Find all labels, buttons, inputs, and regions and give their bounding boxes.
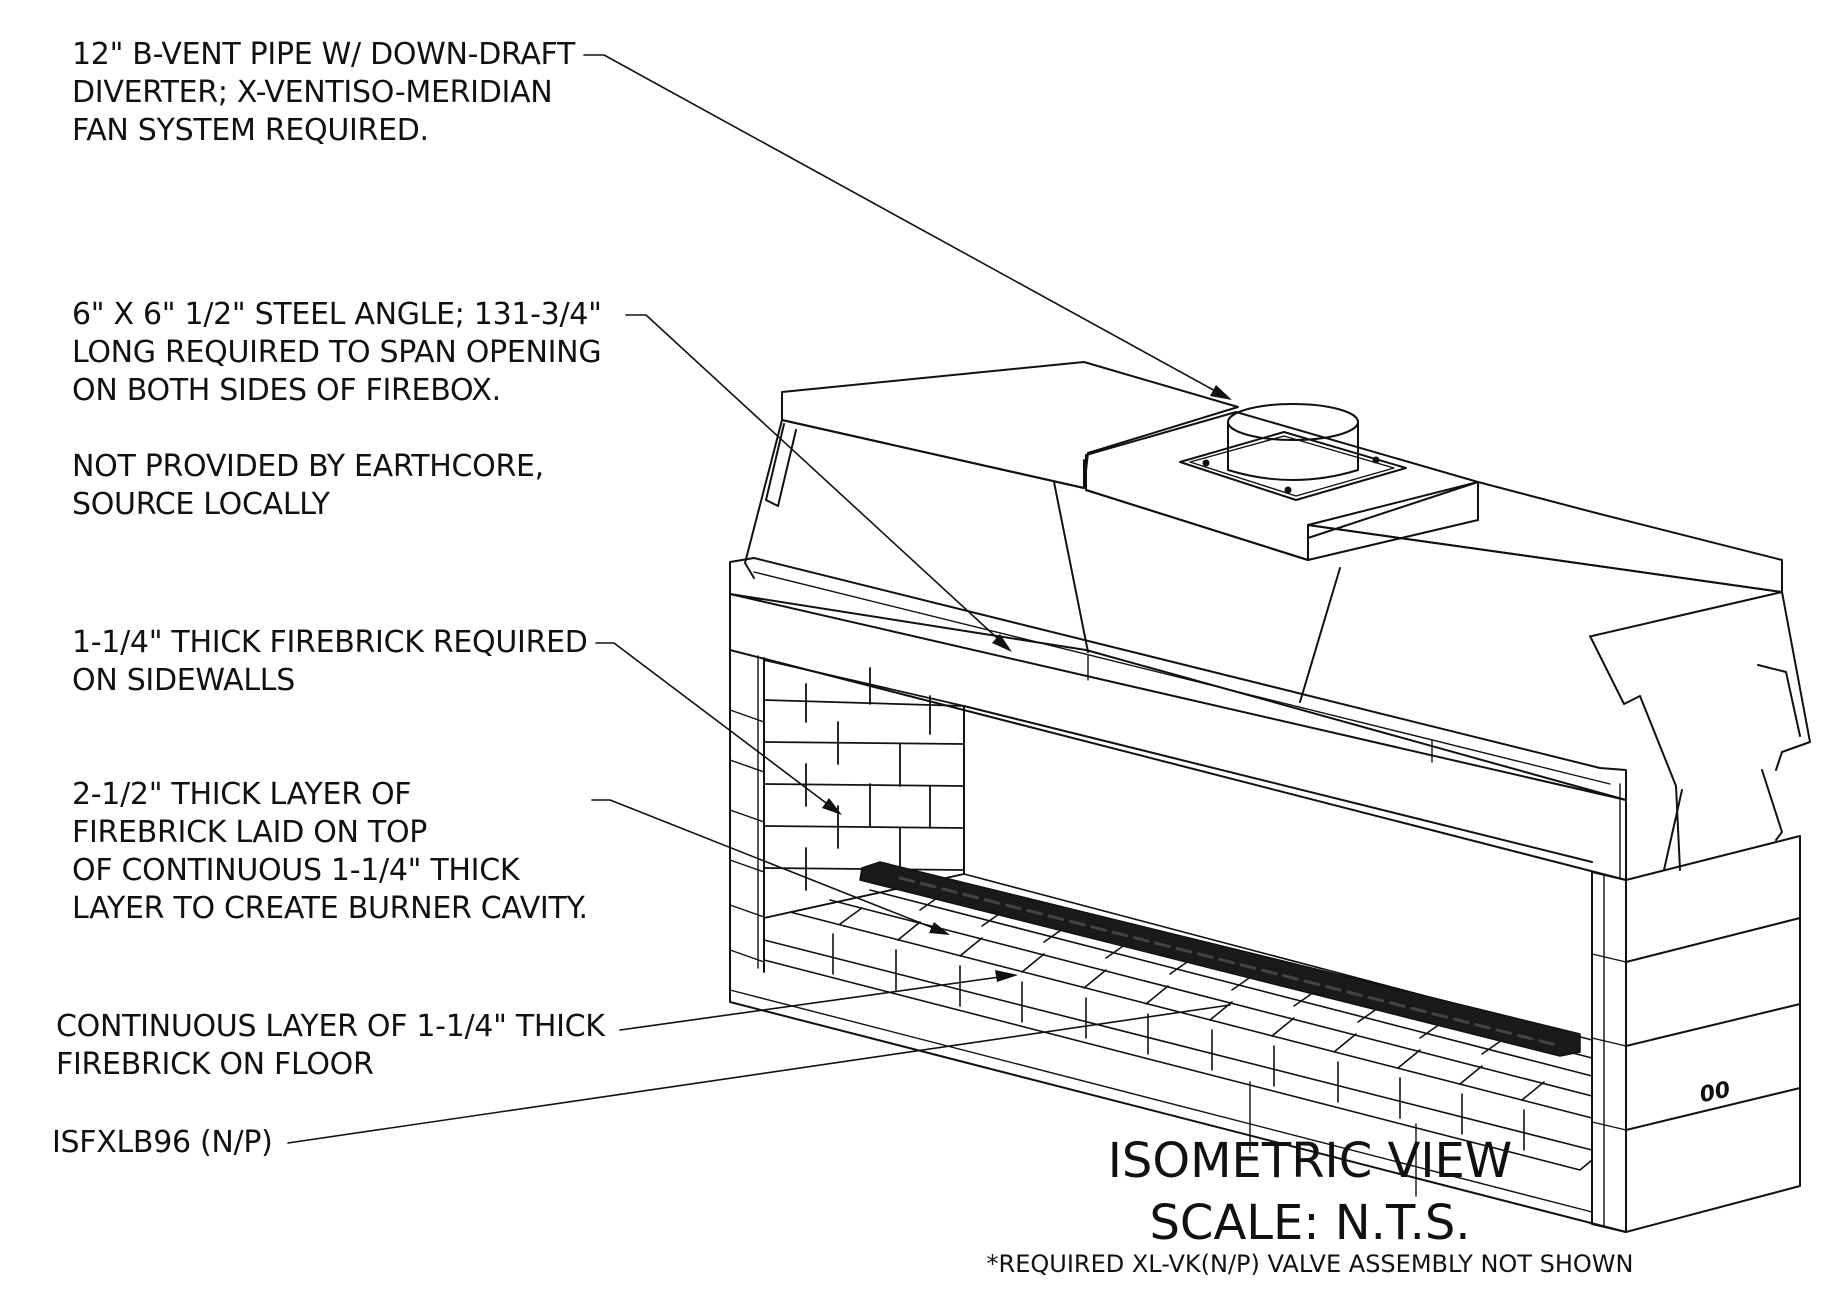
scale-label: SCALE: N.T.S. [1149,1195,1471,1251]
hood-front-right [1299,567,1341,703]
hood-panels [744,419,1811,871]
top-slab-left [781,361,1239,489]
arrowhead-sidewall [822,798,842,815]
leader-lines [287,54,1231,1144]
note-floor-firebrick: CONTINUOUS LAYER OF 1-1/4" THICK FIREBRI… [56,1009,605,1082]
firebox-back [963,705,1593,875]
note-vent-pipe: 12" B-VENT PIPE W/ DOWN-DRAFT DIVERTER; … [72,37,576,148]
leader-arrowheads [822,385,1232,982]
arrowhead-steel-angle [992,634,1012,652]
burner-ports [898,876,1562,1048]
hood-right-front [1589,635,1681,871]
vent-marking: 00 [1698,1077,1733,1108]
note-model: ISFXLB96 (N/P) [52,1125,273,1160]
hood-left-end [744,419,783,579]
footnote: *REQUIRED XL-VK(N/P) VALVE ASSEMBLY NOT … [986,1250,1634,1278]
leader-floor-firebrick [619,974,1015,1031]
vent-base-plate [1179,431,1407,501]
hood-front-left [1053,481,1089,653]
leader-vent-pipe [583,54,1229,399]
hood-right-lower-b [1663,789,1683,871]
note-burner-cavity: 2-1/2" THICK LAYER OF FIREBRICK LAID ON … [72,777,588,926]
note-not-provided: NOT PROVIDED BY EARTHCORE, SOURCE LOCALL… [72,449,544,522]
hood-right-lower-a [1761,769,1783,841]
arrowhead-floor [995,970,1018,982]
hood-right-end [1775,591,1811,771]
note-sidewall-firebrick: 1-1/4" THICK FIREBRICK REQUIRED ON SIDEW… [72,625,588,698]
leader-steel-angle [625,314,1009,649]
vent-collar-box [1085,411,1479,561]
leader-model [287,1004,1231,1144]
top-slab-right [1307,481,1783,593]
note-steel-angle: 6" X 6" 1/2" STEEL ANGLE; 131-3/4" LONG … [72,297,602,408]
right-pier [1591,835,1801,1233]
view-title: ISOMETRIC VIEW [1107,1133,1513,1189]
base-plinth [729,989,1593,1213]
arrowhead-vent-pipe [1210,385,1232,400]
steel-angle-lintel [729,557,1627,881]
b-vent-pipe [1202,403,1380,494]
burner [859,861,1581,1057]
hood-left-notch [765,423,797,507]
leader-burner-cavity [591,799,947,934]
hood-right-notch [1757,664,1801,737]
